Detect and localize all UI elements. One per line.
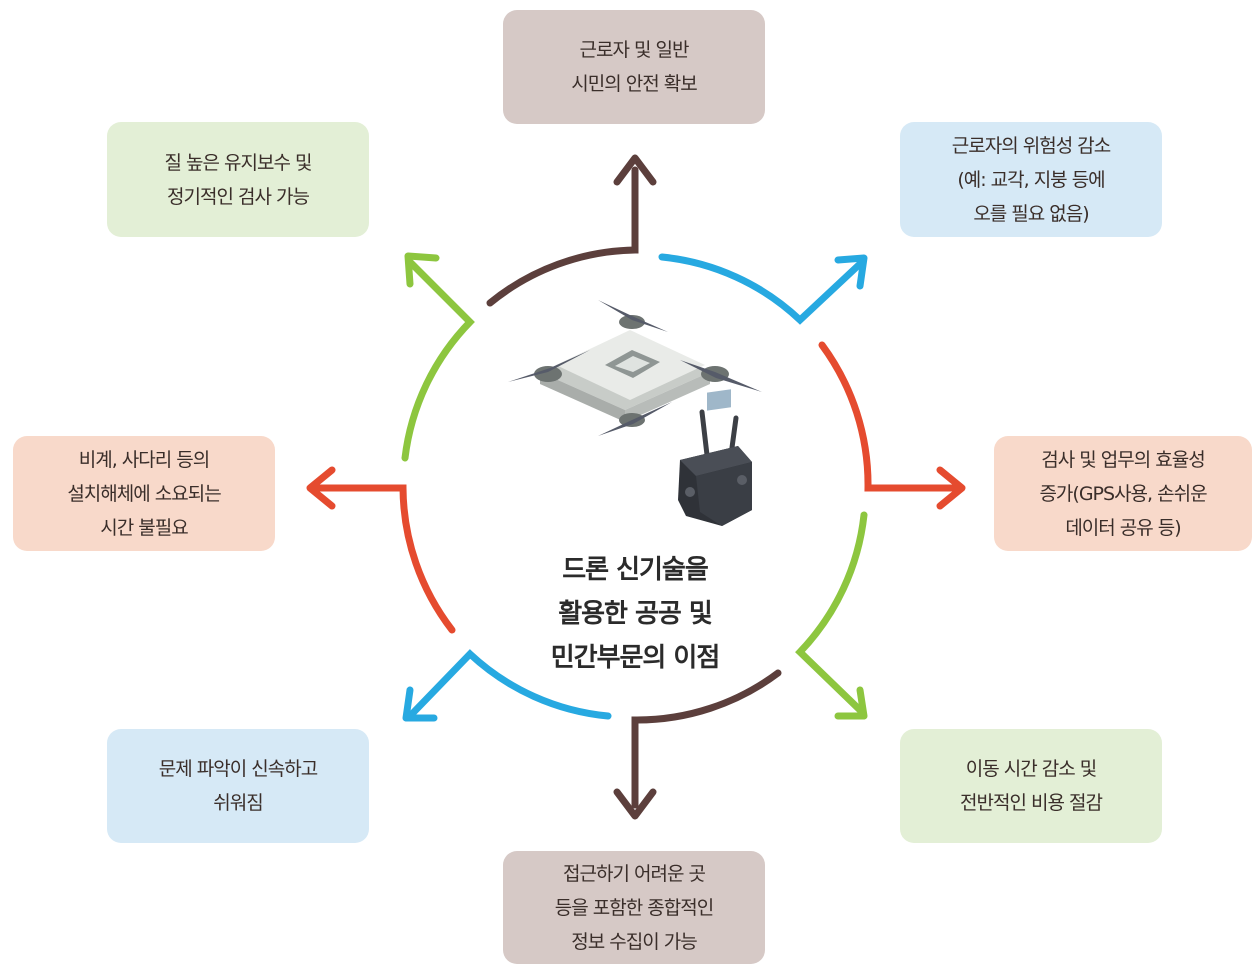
benefit-box-bottom-left: 문제 파악이 신속하고 쉬워짐 bbox=[107, 729, 369, 843]
benefit-box-top-left: 질 높은 유지보수 및 정기적인 검사 가능 bbox=[107, 122, 369, 237]
arc-top-brown bbox=[486, 166, 639, 307]
drone-icon bbox=[508, 300, 762, 436]
benefit-box-left: 비계, 사다리 등의 설치해체에 소요되는 시간 불필요 bbox=[13, 436, 275, 551]
arc-top-right-blue bbox=[658, 253, 866, 325]
arc-top-left-green bbox=[401, 258, 475, 462]
benefit-box-bottom-right: 이동 시간 감소 및 전반적인 비용 절감 bbox=[900, 729, 1162, 843]
benefit-box-top: 근로자 및 일반 시민의 안전 확보 bbox=[503, 10, 765, 124]
remote-controller-icon bbox=[678, 389, 752, 526]
arrowhead-bottom bbox=[613, 788, 657, 820]
benefit-box-right: 검사 및 업무의 효율성 증가(GPS사용, 손쉬운 데이터 공유 등) bbox=[994, 436, 1252, 551]
arc-bottom-left-blue bbox=[406, 649, 612, 720]
arrowhead-bottom-left bbox=[402, 686, 438, 722]
arrowhead-top bbox=[613, 154, 657, 186]
arrowhead-left bbox=[306, 466, 336, 510]
center-title-line-3: 민간부문의 이점 bbox=[550, 643, 721, 673]
center-title: 드론 신기술을 활용한 공공 및 민간부문의 이점 bbox=[490, 548, 780, 680]
center-title-line-2: 활용한 공공 및 bbox=[558, 599, 713, 629]
arrowhead-right bbox=[936, 466, 966, 510]
benefit-box-top-right: 근로자의 위험성 감소 (예: 교각, 지붕 등에 오를 필요 없음) bbox=[900, 122, 1162, 237]
arc-left-red bbox=[314, 484, 456, 634]
arrowhead-bottom-right bbox=[834, 686, 868, 720]
benefit-box-bottom: 접근하기 어려운 곳 등을 포함한 종합적인 정보 수집이 가능 bbox=[503, 851, 765, 964]
arc-bottom-brown bbox=[631, 669, 782, 809]
center-title-line-1: 드론 신기술을 bbox=[562, 555, 709, 585]
arrowhead-top-left bbox=[404, 252, 440, 288]
arrowhead-top-right bbox=[834, 254, 868, 290]
arc-bottom-right-green bbox=[795, 511, 868, 716]
arc-right-red bbox=[818, 341, 959, 492]
